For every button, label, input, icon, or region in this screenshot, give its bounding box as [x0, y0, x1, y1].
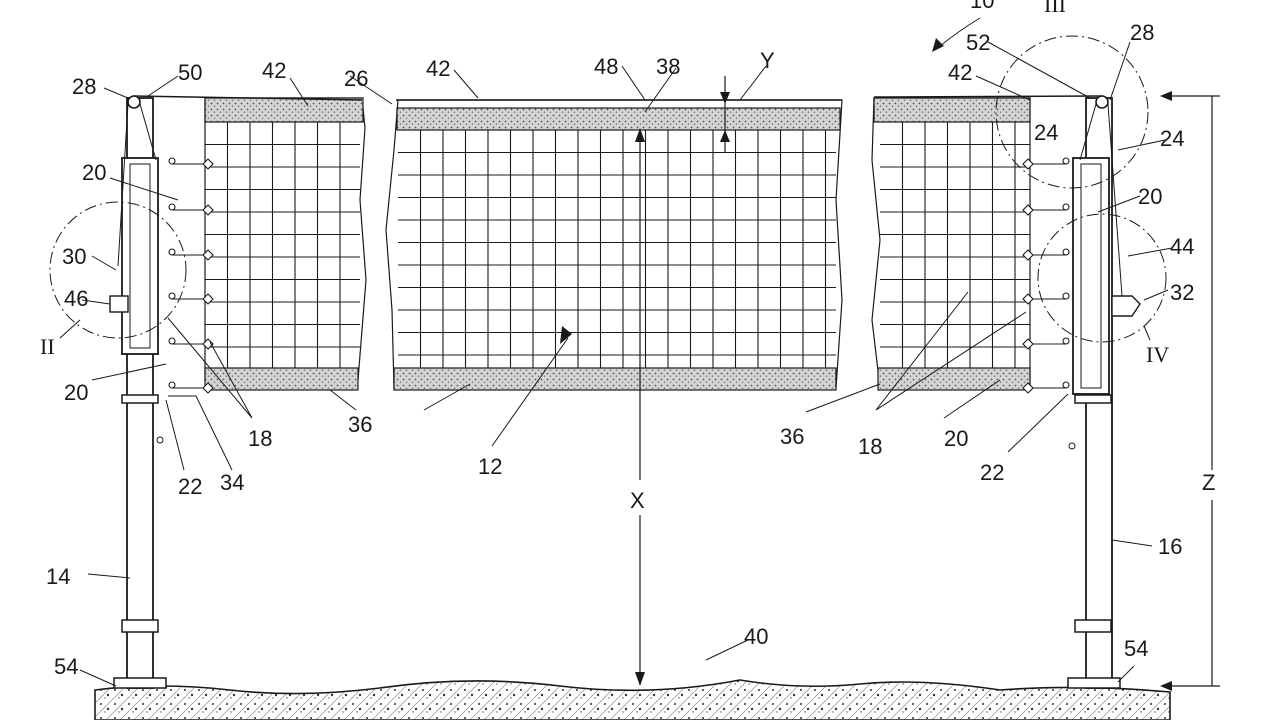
label-20-bottom-right: 20 [944, 426, 968, 451]
label-detail-II: II [40, 334, 55, 359]
label-detail-III: III [1044, 0, 1066, 17]
label-32: 32 [1170, 280, 1194, 305]
label-42-left: 42 [262, 58, 286, 83]
tie-hook [1063, 382, 1069, 388]
tie-hook [1063, 293, 1069, 299]
label-Y: Y [760, 48, 775, 73]
label-12: 12 [478, 454, 502, 479]
label-X: X [630, 488, 645, 513]
label-20-bottom-left: 20 [64, 380, 88, 405]
tie-hook [169, 382, 175, 388]
label-54-right: 54 [1124, 636, 1148, 661]
tie-hook [1063, 249, 1069, 255]
label-28-left: 28 [72, 74, 96, 99]
tie-hook [1063, 158, 1069, 164]
label-42-center: 42 [426, 56, 450, 81]
label-detail-IV: IV [1146, 342, 1169, 367]
label-36-left: 36 [348, 412, 372, 437]
label-Z: Z [1202, 470, 1215, 495]
ground [95, 680, 1170, 720]
label-34: 34 [220, 470, 244, 495]
label-36-right: 36 [780, 424, 804, 449]
label-22-left: 22 [178, 474, 202, 499]
label-48: 48 [594, 54, 618, 79]
label-18-right: 18 [858, 434, 882, 459]
label-40: 40 [744, 624, 768, 649]
label-30: 30 [62, 244, 86, 269]
label-24-outer: 24 [1160, 126, 1184, 151]
label-10: 10 [970, 0, 994, 13]
label-44: 44 [1170, 234, 1194, 259]
tie-hook [169, 158, 175, 164]
label-52: 52 [966, 30, 990, 55]
label-46: 46 [64, 286, 88, 311]
label-26: 26 [344, 66, 368, 91]
tie-hook [1063, 204, 1069, 210]
label-18-left: 18 [248, 426, 272, 451]
tie-hook [1063, 338, 1069, 344]
label-28-right: 28 [1130, 20, 1154, 45]
label-42-right: 42 [948, 60, 972, 85]
left-post [110, 96, 166, 688]
label-38: 38 [656, 54, 680, 79]
right-post [1068, 96, 1140, 688]
label-16: 16 [1158, 534, 1182, 559]
tie-hook [169, 249, 175, 255]
label-22-right: 22 [980, 460, 1004, 485]
tie-hook [169, 204, 175, 210]
label-50: 50 [178, 60, 202, 85]
net [134, 96, 1102, 393]
label-20-top-left: 20 [82, 160, 106, 185]
label-20-top-right: 20 [1138, 184, 1162, 209]
label-54-left: 54 [54, 654, 78, 679]
label-14: 14 [46, 564, 70, 589]
tie-hook [169, 293, 175, 299]
label-24-inner: 24 [1034, 120, 1058, 145]
tie-hook [169, 338, 175, 344]
